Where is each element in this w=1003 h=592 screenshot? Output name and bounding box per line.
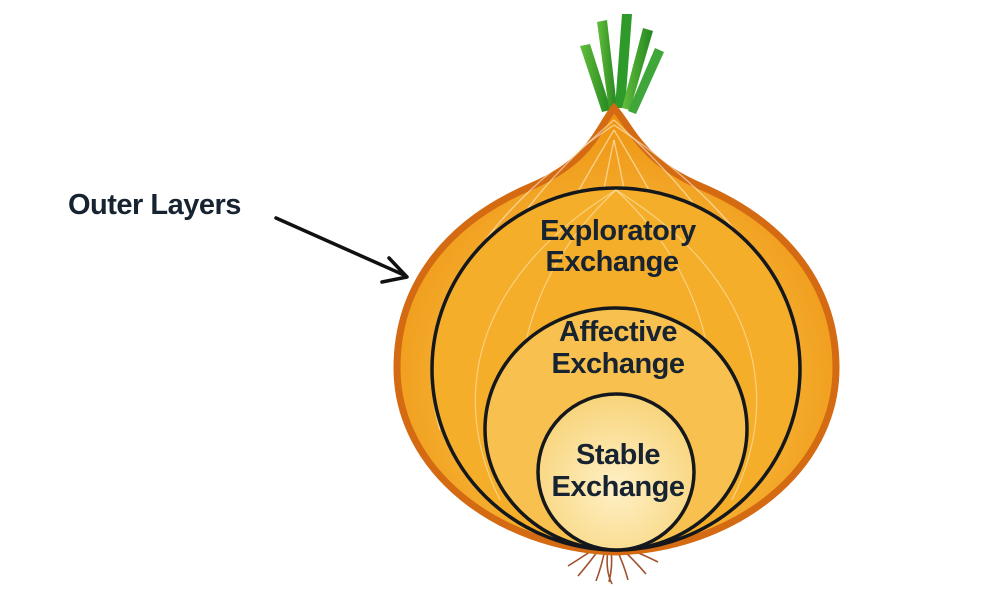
affective-label-line2: Exchange xyxy=(552,348,685,380)
ring-stable xyxy=(536,392,696,552)
affective-label-line1: Affective xyxy=(559,316,677,348)
onion-stem xyxy=(580,14,664,114)
ring-exploratory-texture xyxy=(474,189,758,501)
stable-label-line2: Exchange xyxy=(552,471,685,503)
outer-layers-label: Outer Layers xyxy=(68,189,241,221)
outer-layers-arrow xyxy=(274,216,409,284)
exploratory-label-line1: Exploratory xyxy=(540,215,696,247)
exploratory-label-line2: Exchange xyxy=(546,246,679,278)
stable-label-line1: Stable xyxy=(576,439,660,471)
